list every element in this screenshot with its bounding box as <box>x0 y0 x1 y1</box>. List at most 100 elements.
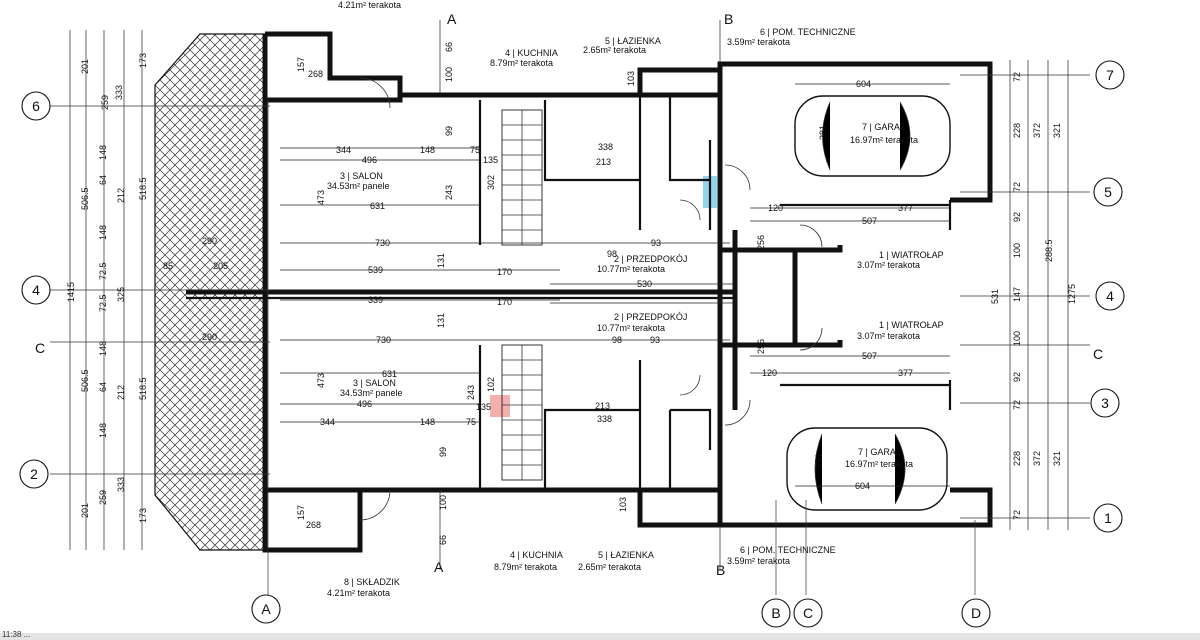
svg-text:148: 148 <box>98 341 108 356</box>
svg-text:85: 85 <box>163 261 173 271</box>
svg-text:473: 473 <box>316 190 326 205</box>
svg-text:A: A <box>261 601 271 617</box>
svg-text:730: 730 <box>375 238 390 248</box>
svg-text:339: 339 <box>368 295 383 305</box>
room-lazienka-bot-area: 2.65m² terakota <box>578 562 641 572</box>
svg-text:99: 99 <box>444 126 454 136</box>
room-pom-tech-top-title: 6 | POM. TECHNICZNE <box>760 27 856 37</box>
svg-text:281: 281 <box>814 453 824 468</box>
svg-text:377: 377 <box>898 368 913 378</box>
section-b-bottom: B <box>716 562 725 578</box>
walls <box>186 31 993 553</box>
room-kuchnia-bot-title: 4 | KUCHNIA <box>510 550 563 560</box>
section-b-top: B <box>724 11 733 27</box>
room-garaz-top-area: 16.97m² terakota <box>850 135 918 145</box>
svg-text:92: 92 <box>1012 372 1022 382</box>
doors <box>359 77 823 521</box>
svg-text:148: 148 <box>420 417 435 427</box>
svg-text:344: 344 <box>336 145 351 155</box>
svg-text:100: 100 <box>1012 243 1022 258</box>
svg-text:C: C <box>803 605 813 621</box>
svg-text:170: 170 <box>497 267 512 277</box>
svg-text:131: 131 <box>436 253 446 268</box>
svg-text:530: 530 <box>637 279 652 289</box>
axis-marker-2-left: 2 <box>19 459 49 489</box>
svg-text:148: 148 <box>98 423 108 438</box>
svg-text:730: 730 <box>376 335 391 345</box>
room-salon-top-title: 3 | SALON <box>340 171 383 181</box>
axis-marker-3-right: 3 <box>1090 388 1120 418</box>
svg-text:228: 228 <box>1012 123 1022 138</box>
svg-text:103: 103 <box>626 71 636 86</box>
room-pom-tech-bot-title: 6 | POM. TECHNICZNE <box>740 545 836 555</box>
room-salon-bot-title: 3 | SALON <box>353 378 396 388</box>
svg-text:100: 100 <box>1012 331 1022 346</box>
svg-text:631: 631 <box>382 369 397 379</box>
svg-text:212: 212 <box>116 385 126 400</box>
svg-text:72: 72 <box>1012 510 1022 520</box>
svg-text:72: 72 <box>1012 182 1022 192</box>
svg-text:259: 259 <box>98 490 108 505</box>
svg-text:157: 157 <box>296 57 306 72</box>
svg-text:64: 64 <box>98 382 108 392</box>
svg-text:496: 496 <box>362 155 377 165</box>
svg-text:7: 7 <box>1106 67 1114 83</box>
svg-text:506.5: 506.5 <box>80 187 90 210</box>
svg-text:120: 120 <box>768 203 783 213</box>
svg-text:338: 338 <box>597 414 612 424</box>
room-salon-top-area: 34.53m² panele <box>327 181 390 191</box>
svg-text:66: 66 <box>438 535 448 545</box>
svg-text:6: 6 <box>32 98 40 114</box>
room-wiatrolap-bot-title: 1 | WIATROŁAP <box>879 320 944 330</box>
dims-right: 72 228 372 321 72 92 100 147 531 1275 28… <box>990 72 1077 520</box>
svg-text:148: 148 <box>98 145 108 160</box>
dimension-lines <box>69 20 1069 570</box>
svg-text:201: 201 <box>80 503 90 518</box>
room-kuchnia-top-area: 8.79m² terakota <box>490 58 553 68</box>
svg-text:507: 507 <box>862 351 877 361</box>
room-garaz-bot-title: 7 | GARAŻ <box>858 447 902 457</box>
svg-text:103: 103 <box>618 497 628 512</box>
svg-text:93: 93 <box>651 238 661 248</box>
svg-text:344: 344 <box>320 417 335 427</box>
axis-marker-b-bottom: B <box>761 598 791 628</box>
svg-text:518.5: 518.5 <box>138 177 148 200</box>
room-garaz-top-title: 7 | GARAŻ <box>862 122 906 132</box>
svg-text:148: 148 <box>420 145 435 155</box>
svg-text:213: 213 <box>596 157 611 167</box>
svg-text:531: 531 <box>990 289 1000 304</box>
svg-text:473: 473 <box>316 373 326 388</box>
room-skladzik-bot-title: 8 | SKŁADZIK <box>344 577 400 587</box>
room-skladzik-top-area: 4.21m² terakota <box>338 0 401 10</box>
svg-text:92: 92 <box>1012 212 1022 222</box>
svg-text:3: 3 <box>1101 395 1109 411</box>
svg-text:4: 4 <box>1106 288 1114 304</box>
dims-left: 201 259 333 173 148 64 212 506.5 518.5 1… <box>66 53 148 523</box>
room-wiatrolap-top-area: 3.07m² terakota <box>857 260 920 270</box>
axis-marker-5-right: 5 <box>1093 177 1123 207</box>
axis-marker-d-bottom: D <box>961 598 991 628</box>
svg-text:170: 170 <box>497 297 512 307</box>
svg-text:518.5: 518.5 <box>138 377 148 400</box>
svg-text:66: 66 <box>444 42 454 52</box>
svg-text:213: 213 <box>595 401 610 411</box>
svg-text:2: 2 <box>30 466 38 482</box>
svg-text:72.5: 72.5 <box>98 294 108 312</box>
highlight-red-mark <box>490 395 510 417</box>
svg-text:64: 64 <box>98 175 108 185</box>
svg-text:120: 120 <box>762 368 777 378</box>
svg-text:1275: 1275 <box>1067 284 1077 304</box>
svg-text:338: 338 <box>598 142 613 152</box>
room-kuchnia-top-title: 4 | KUCHNIA <box>505 48 558 58</box>
svg-text:72: 72 <box>1012 400 1022 410</box>
svg-text:268: 268 <box>306 520 321 530</box>
svg-text:4: 4 <box>32 282 40 298</box>
room-pom-tech-bot-area: 3.59m² terakota <box>727 556 790 566</box>
svg-text:321: 321 <box>1052 123 1062 138</box>
svg-text:1: 1 <box>1104 510 1112 526</box>
room-przedpokoj-top-area: 10.77m² terakota <box>597 264 665 274</box>
axis-marker-a-bottom: A <box>251 594 281 624</box>
svg-text:212: 212 <box>116 188 126 203</box>
svg-text:290: 290 <box>202 236 217 246</box>
